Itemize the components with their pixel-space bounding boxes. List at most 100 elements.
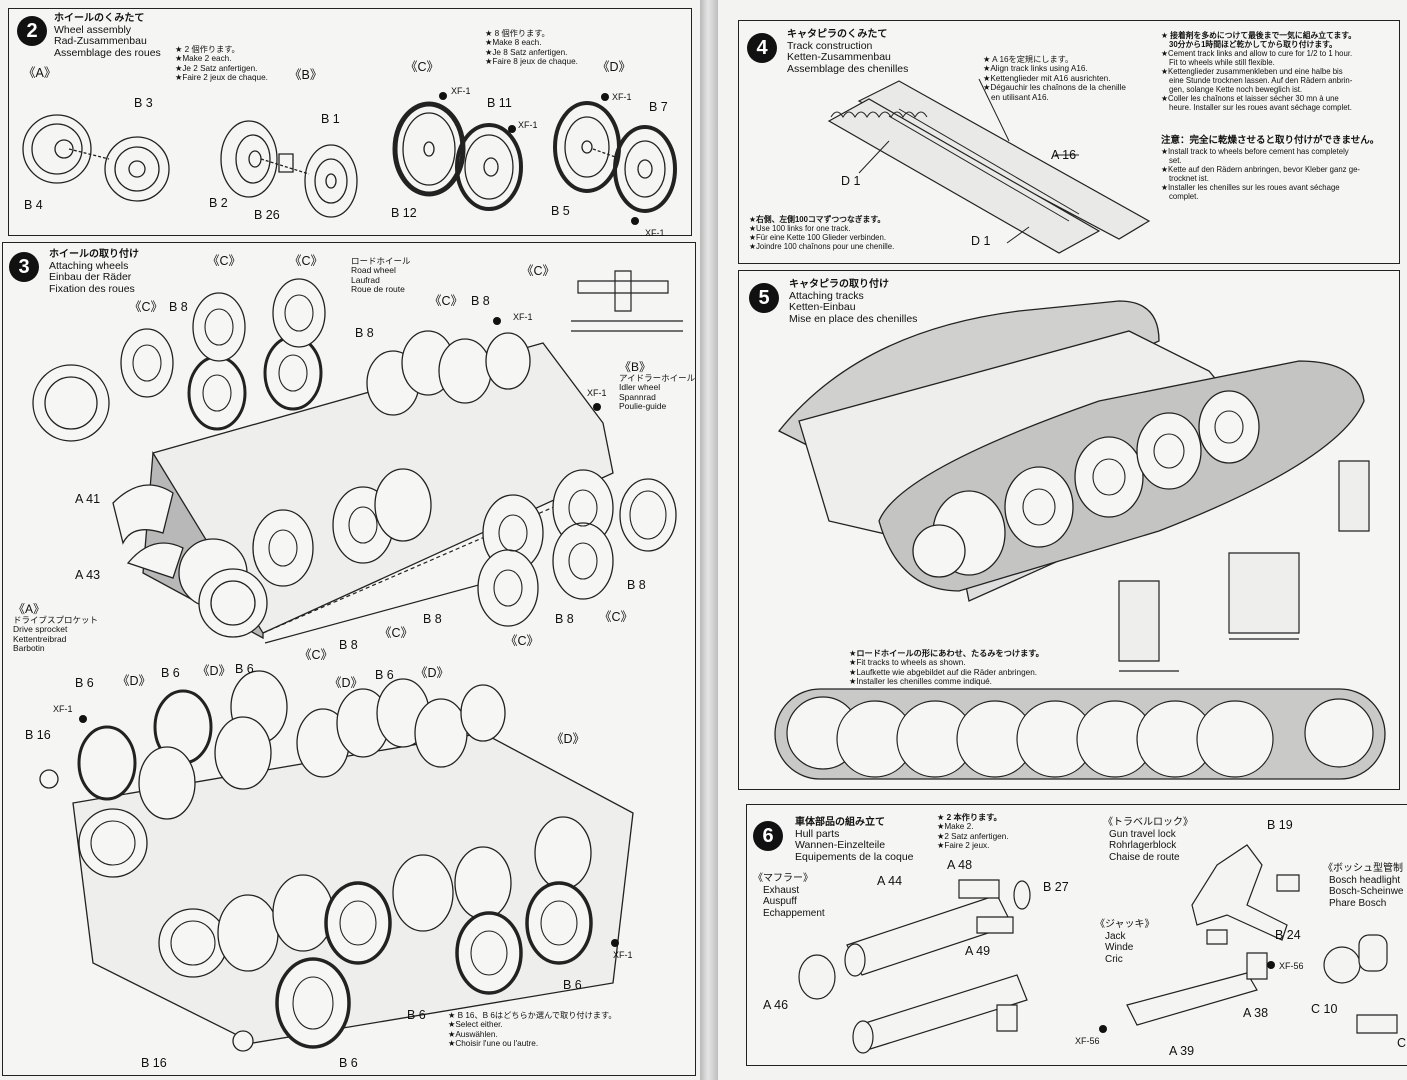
step-title: キャタピラのくみたて Track construction Ketten-Zus…	[787, 29, 908, 75]
label-xf1: XF-1	[645, 228, 665, 238]
title-fr: Assemblage des roues	[54, 46, 161, 59]
step5-panel: 5 キャタピラの取り付け Attaching tracks Ketten-Ein…	[738, 270, 1400, 790]
note-make-8: ★ 8 個作ります。 ★Make 8 each. ★Je 8 Satz anfe…	[485, 29, 578, 67]
title-de: Ketten-Einbau	[789, 301, 856, 313]
step-number: 5	[749, 283, 779, 313]
exhaust-callout: 《マフラー》 Exhaust Auspuff Echappement	[753, 873, 825, 919]
label-xf1: XF-1	[587, 388, 607, 398]
label-B27: B 27	[1043, 880, 1069, 894]
label-B6: B 6	[339, 1056, 358, 1070]
label-D: 《D》	[597, 60, 632, 74]
title-de: Ketten-Zusammenbau	[787, 51, 891, 63]
title-de: Rad-Zusammenbau	[54, 35, 147, 47]
title-fr: Equipements de la coque	[795, 850, 914, 863]
label-B8: B 8	[339, 638, 358, 652]
label-A43: A 43	[75, 568, 101, 582]
label-xf1: XF-1	[518, 120, 538, 130]
title-fr: Mise en place des chenilles	[789, 312, 918, 325]
make-2-note: ★ 2 本作ります。 ★Make 2. ★2 Satz anfertigen. …	[937, 813, 1009, 851]
label-B5: B 5	[551, 204, 570, 218]
label-xf1: XF-1	[53, 704, 73, 714]
track-attachment-drawing	[739, 271, 1399, 789]
step-title: ホイールの取り付け Attaching wheels Einbau der Rä…	[49, 249, 139, 295]
label-B8: B 8	[627, 578, 646, 592]
label-A38: A 38	[1243, 1006, 1269, 1020]
step4-panel: 4 キャタピラのくみたて Track construction Ketten-Z…	[738, 20, 1400, 264]
label-C: 《C》	[599, 610, 634, 624]
wheel-assembly-drawing	[9, 92, 691, 225]
label-C: 《C》	[289, 254, 324, 268]
label-B26: B 26	[254, 208, 280, 222]
label-B8: B 8	[169, 300, 188, 314]
label-D: 《D》	[117, 674, 152, 688]
label-D: 《D》	[329, 676, 364, 690]
title-jp: ホイールの取り付け	[49, 249, 139, 260]
label-B4: B 4	[24, 198, 43, 212]
gun-travel-lock-callout: 《トラベルロック》 Gun travel lock Rohrlagerblock…	[1103, 817, 1193, 863]
label-A46: A 46	[763, 998, 789, 1012]
label-A16: A 16	[1051, 148, 1077, 162]
label-D1: D 1	[841, 174, 861, 188]
fit-tracks-note: ★ロードホイールの形にあわせ、たるみをつけます。 ★Fit tracks to …	[849, 649, 1044, 687]
title-en: Wheel assembly	[54, 23, 132, 36]
label-xf1: XF-1	[613, 950, 633, 960]
label-xf1: XF-1	[513, 312, 533, 322]
label-B16: B 16	[141, 1056, 167, 1070]
label-B6: B 6	[75, 676, 94, 690]
step-number: 4	[747, 33, 777, 63]
label-B1: B 1	[321, 112, 340, 126]
step-number: 6	[753, 821, 783, 851]
label-B6: B 6	[375, 668, 394, 682]
title-en: Attaching tracks	[789, 289, 864, 302]
idler-wheel-callout: 《B》 アイドラーホイール Idler wheel Spannrad Pouli…	[619, 360, 696, 412]
label-C: C	[1397, 1036, 1407, 1050]
links-note: ★右側、左側100コマずつつなぎます。 ★Use 100 links for o…	[749, 215, 895, 251]
booklet-spine	[700, 0, 718, 1080]
title-de: Wannen-Einzelteile	[795, 839, 886, 851]
label-B3: B 3	[134, 96, 153, 110]
label-C: 《C》	[405, 60, 440, 74]
jack-callout: 《ジャッキ》 Jack Winde Cric	[1095, 919, 1155, 965]
label-B6: B 6	[161, 666, 180, 680]
label-A49: A 49	[965, 944, 991, 958]
label-xf56: XF-56	[1075, 1036, 1100, 1046]
hull-parts-drawing	[747, 805, 1407, 1065]
label-A44: A 44	[877, 874, 903, 888]
a16-note: ★ A 16を定規にします。 ★Align track links using …	[983, 55, 1126, 102]
title-jp: 車体部品の組み立て	[795, 817, 885, 828]
title-jp: ホイールのくみたて	[54, 13, 145, 24]
label-B8: B 8	[355, 326, 374, 340]
title-de: Einbau der Räder	[49, 271, 132, 283]
title-fr: Assemblage des chenilles	[787, 62, 909, 75]
label-D: 《D》	[551, 732, 586, 746]
label-B11: B 11	[487, 96, 512, 110]
track-construction-drawing	[739, 21, 1399, 263]
label-A48: A 48	[947, 858, 973, 872]
label-B8: B 8	[423, 612, 442, 626]
cement-note: ★ 接着剤を多めにつけて最後まで一気に組み立てます。 30分から1時間ほど乾かし…	[1161, 31, 1357, 112]
wheel-attachment-drawing	[3, 243, 695, 1075]
step-title: 車体部品の組み立て Hull parts Wannen-Einzelteile …	[795, 817, 914, 863]
label-B8: B 8	[471, 294, 490, 308]
label-xf56: XF-56	[1279, 961, 1304, 971]
step-title: ホイールのくみたて Wheel assembly Rad-Zusammenbau…	[54, 13, 161, 59]
label-D1: D 1	[971, 234, 991, 248]
title-jp: キャタピラの取り付け	[789, 279, 889, 290]
title-en: Track construction	[787, 39, 873, 52]
label-B19: B 19	[1267, 818, 1293, 832]
step-number: 3	[9, 252, 39, 282]
bosch-headlight-callout: 《ボッシュ型管制 Bosch headlight Bosch-Scheinwe …	[1323, 863, 1404, 909]
step-number: 2	[17, 16, 47, 46]
label-C: 《C》	[429, 294, 464, 308]
label-C: 《C》	[129, 300, 164, 314]
label-C: 《C》	[521, 264, 556, 278]
label-C: 《C》	[379, 626, 414, 640]
road-wheel-callout: ロードホイール Road wheel Laufrad Roue de route	[351, 256, 411, 295]
label-B16: B 16	[25, 728, 51, 742]
label-A41: A 41	[75, 492, 101, 506]
label-D: 《D》	[415, 666, 450, 680]
caution-note: 注意：完全に乾燥させると取り付けができません。 ★Install track t…	[1161, 135, 1380, 201]
label-C: 《C》	[505, 634, 540, 648]
label-A: 《A》	[23, 66, 57, 80]
select-either-note: ★ B 16、B 6はどちらか選んで取り付けます。 ★Select either…	[448, 1011, 617, 1049]
